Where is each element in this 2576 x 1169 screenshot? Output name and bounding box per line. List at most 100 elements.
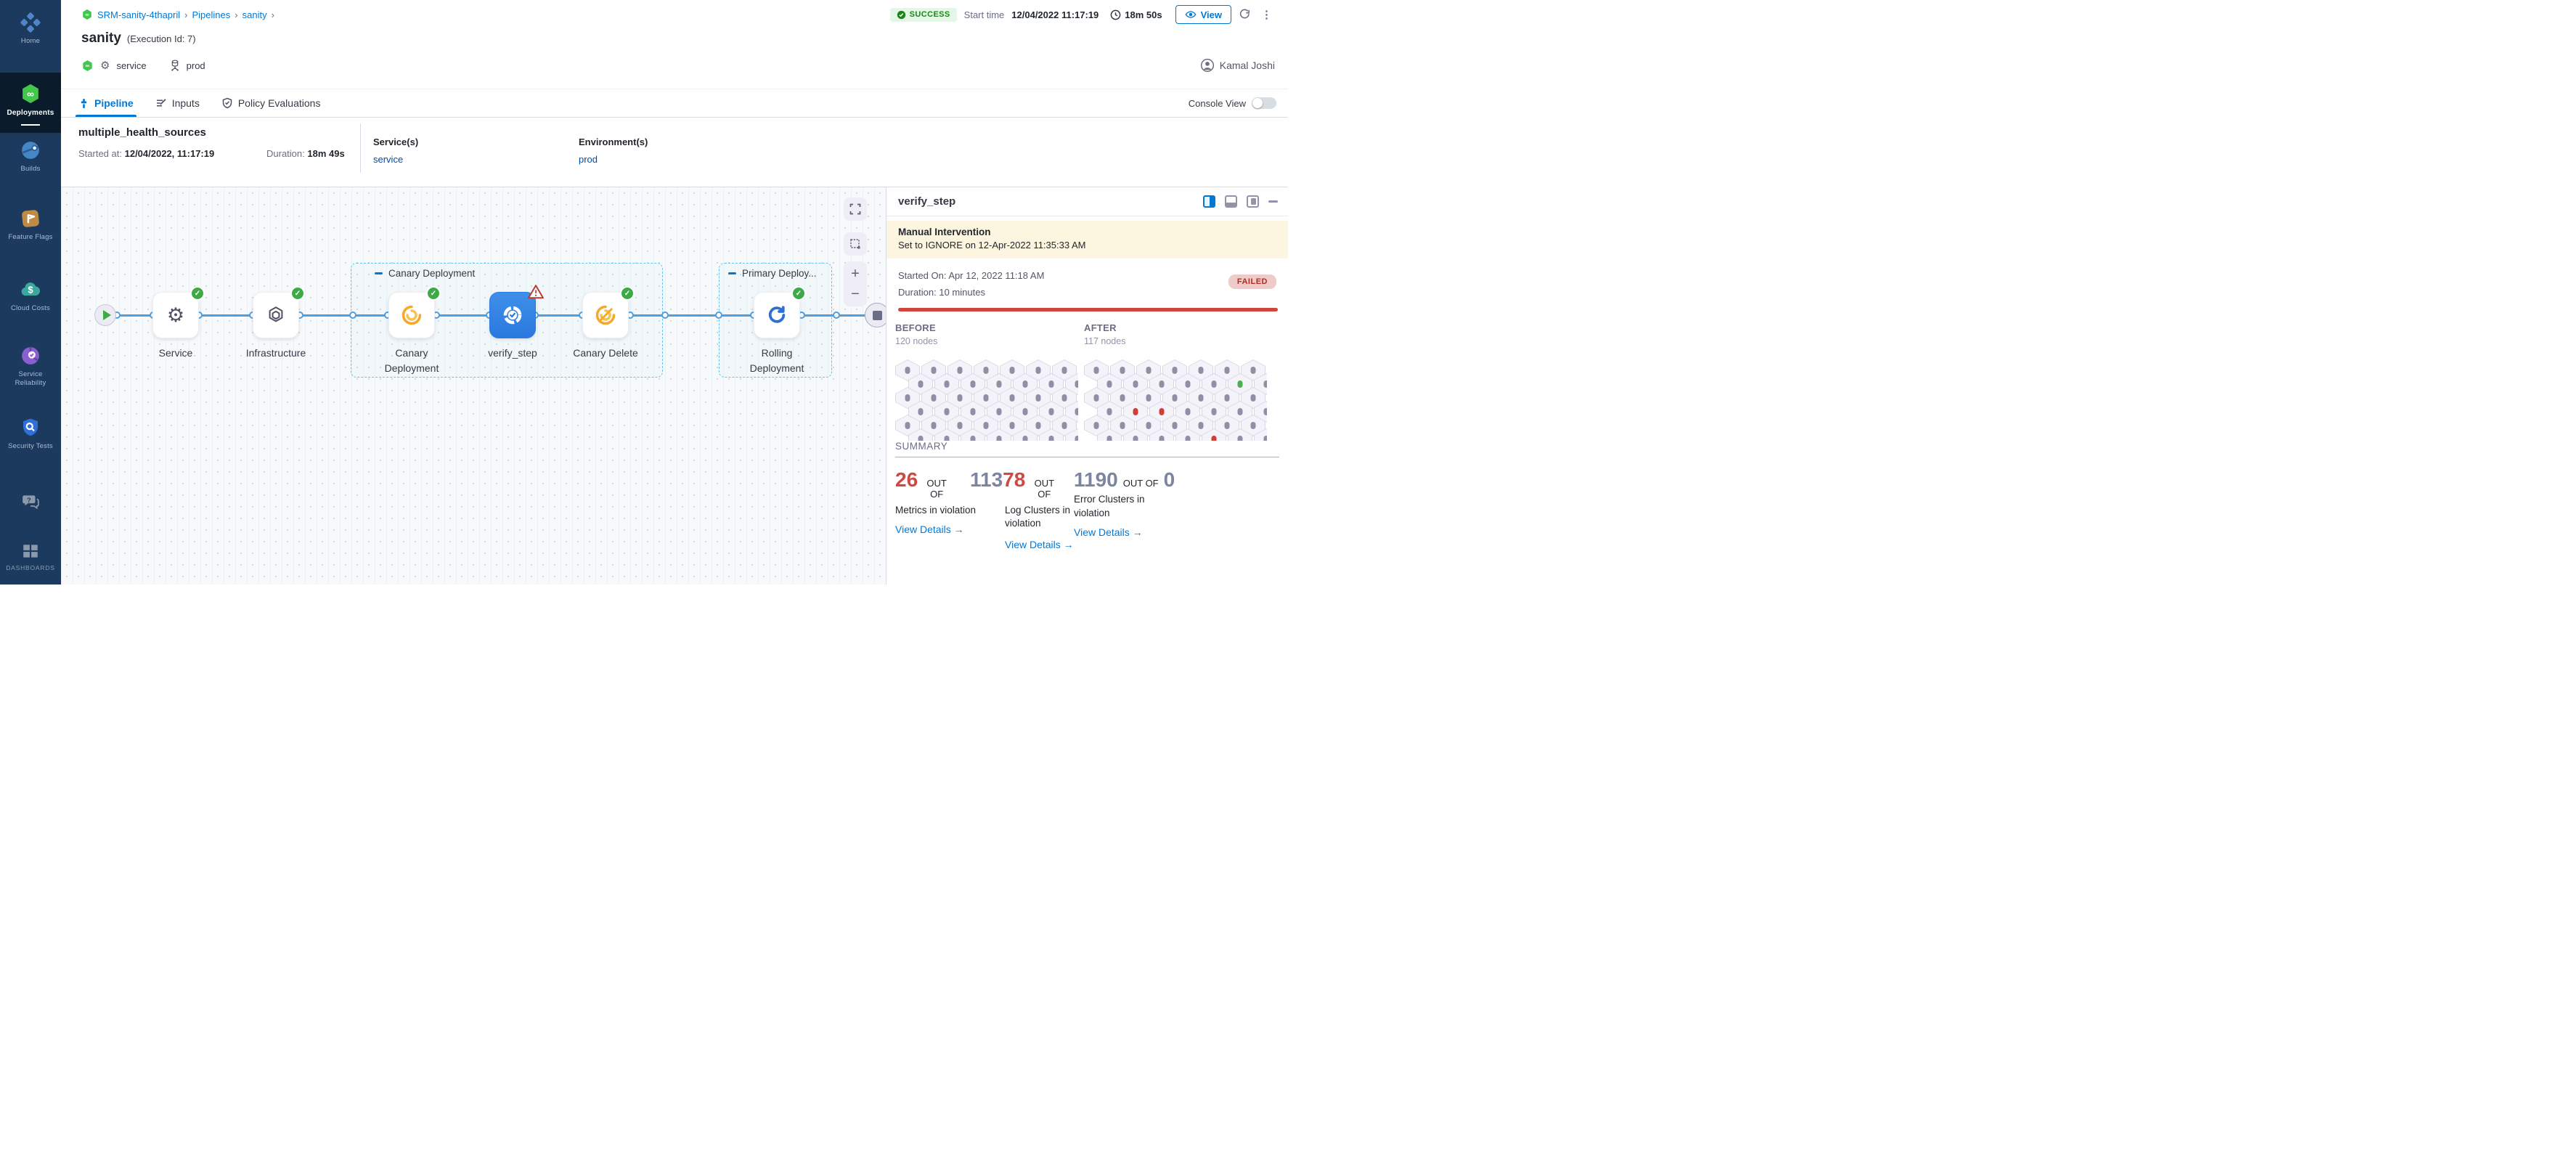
collapse-icon[interactable] xyxy=(728,272,736,274)
sidebar-item-label: Builds xyxy=(20,165,41,173)
view-details-link[interactable]: View Details → xyxy=(1074,526,1143,538)
breadcrumb-project-link[interactable]: SRM-sanity-4thapril xyxy=(97,9,181,20)
gear-icon: ⚙ xyxy=(100,60,110,72)
summary-total-value: 0 xyxy=(1163,468,1175,491)
clock-icon xyxy=(1110,9,1121,20)
stage-summary-bar: multiple_health_sources Started at: 12/0… xyxy=(61,118,1288,187)
pipeline-node-label-infrastructure: Infrastructure xyxy=(245,347,306,359)
active-underline xyxy=(21,124,40,126)
view-button[interactable]: View xyxy=(1175,5,1231,24)
canary-delete-icon xyxy=(595,304,616,326)
pipeline-node-service[interactable]: ⚙✓ xyxy=(152,288,203,338)
tab-policy-evaluations[interactable]: Policy Evaluations xyxy=(221,89,320,117)
sidebar-item-label: Home xyxy=(20,37,41,45)
zoom-in-button[interactable]: + xyxy=(851,266,860,282)
sidebar-item-help[interactable]: ? xyxy=(0,492,61,511)
play-icon xyxy=(102,310,111,320)
pipeline-node-verify-step[interactable] xyxy=(489,285,544,338)
pipeline-node-infrastructure[interactable]: ✓ xyxy=(253,288,303,338)
sidebar-item-dashboards[interactable]: DASHBOARDS xyxy=(0,542,61,572)
infrastructure-icon xyxy=(266,305,286,325)
view-details-link[interactable]: View Details → xyxy=(1005,539,1074,551)
environment-name: prod xyxy=(186,60,205,71)
summary-value: 113 xyxy=(970,468,1003,491)
failure-progress-bar xyxy=(898,308,1278,311)
stage-group-label-canary-deployment[interactable]: Canary Deployment xyxy=(375,268,475,279)
pipeline-start-node[interactable] xyxy=(94,304,116,326)
view-details-link[interactable]: View Details → xyxy=(895,524,964,536)
step-title: verify_step xyxy=(898,195,956,208)
feature-flags-icon xyxy=(20,208,41,229)
success-badge-icon: ✓ xyxy=(793,288,804,299)
inputs-tab-icon xyxy=(155,97,167,109)
security-tests-icon xyxy=(20,417,41,439)
breadcrumb-separator: › xyxy=(271,9,274,20)
stage-duration: Duration: 18m 49s xyxy=(266,148,345,159)
tab-pipeline[interactable]: Pipeline xyxy=(76,89,136,117)
before-column: BEFORE 120 nodes xyxy=(895,322,1078,441)
refresh-icon[interactable] xyxy=(1239,9,1251,21)
service-name: service xyxy=(116,60,147,71)
pipeline-node-canary-deployment[interactable]: ✓ xyxy=(388,288,439,338)
console-view-toggle[interactable] xyxy=(1252,97,1276,109)
minimize-icon[interactable] xyxy=(1268,200,1278,203)
success-badge-icon: ✓ xyxy=(192,288,203,299)
out-of-label: OUT OF xyxy=(1034,478,1055,500)
pipeline-node-label-canary-delete: Canary Delete xyxy=(573,347,638,359)
layout-right-icon[interactable] xyxy=(1203,195,1215,208)
failed-badge: FAILED xyxy=(1228,274,1276,289)
harness-service-icon: ∞ xyxy=(81,60,94,72)
breadcrumb-pipelines-link[interactable]: Pipelines xyxy=(192,9,231,20)
breadcrumb-separator: › xyxy=(235,9,238,20)
sidebar-item-security-tests[interactable]: Security Tests xyxy=(0,417,61,451)
sidebar-item-cloud-costs[interactable]: $Cloud Costs xyxy=(0,279,61,313)
manual-intervention-banner: Manual Intervention Set to IGNORE on 12-… xyxy=(886,221,1288,258)
policy-evaluations-tab-icon xyxy=(221,97,233,109)
pipeline-node-label-service: Service xyxy=(158,347,193,359)
pipeline-node-rolling-deployment[interactable]: ✓ xyxy=(754,288,804,338)
sidebar-item-home[interactable]: Home xyxy=(0,12,61,46)
service-link[interactable]: service xyxy=(373,154,404,165)
svg-text:$: $ xyxy=(28,284,33,295)
builds-icon xyxy=(20,139,41,161)
kebab-menu-icon[interactable]: ⋮ xyxy=(1261,9,1272,21)
connector-dot xyxy=(661,311,669,319)
pipeline-node-label-canary-deployment: Canary Deployment xyxy=(384,347,439,374)
svg-text:∞: ∞ xyxy=(85,12,89,18)
start-time-label: Start time xyxy=(963,9,1005,20)
marquee-select-button[interactable] xyxy=(844,232,867,256)
zoom-out-button[interactable]: − xyxy=(851,286,860,302)
start-time-value: 12/04/2022 11:17:19 xyxy=(1011,9,1099,20)
pipeline-node-canary-delete[interactable]: ✓ xyxy=(582,288,633,338)
breadcrumb-separator: › xyxy=(184,9,188,20)
pipeline-canvas[interactable]: + − Canary Deployment Primary Deploy... ⚙✓… xyxy=(61,187,886,584)
environments-label: Environment(s) xyxy=(579,137,648,147)
dashboards-icon xyxy=(21,542,40,561)
chat-help-icon: ? xyxy=(21,492,40,511)
summary-value: 1190 xyxy=(1074,468,1118,491)
step-started-on: Started On: Apr 12, 2022 11:18 AM xyxy=(898,270,1045,281)
layout-floating-icon[interactable] xyxy=(1247,195,1259,208)
connector-dot xyxy=(715,311,722,319)
sidebar-item-builds[interactable]: Builds xyxy=(0,139,61,174)
svg-text:?: ? xyxy=(27,497,31,504)
sidebar-item-deployments[interactable]: ∞Deployments xyxy=(0,73,61,133)
summary-card-label: Error Clusters in violation xyxy=(1074,494,1145,518)
stage-group-label-primary-deployment[interactable]: Primary Deploy... xyxy=(728,268,817,279)
fit-to-screen-button[interactable] xyxy=(844,197,867,221)
services-label: Service(s) xyxy=(373,137,419,147)
tab-bar: Pipeline Inputs Policy Evaluations Conso… xyxy=(61,89,1288,118)
pipeline-end-node[interactable] xyxy=(865,303,886,327)
tab-inputs[interactable]: Inputs xyxy=(155,89,200,117)
sidebar-item-service-reliability[interactable]: Service Reliability xyxy=(0,345,61,388)
collapse-icon[interactable] xyxy=(375,272,383,274)
environment-link[interactable]: prod xyxy=(579,154,598,165)
warning-badge-icon xyxy=(527,283,545,304)
sidebar-item-label: Deployments xyxy=(7,109,54,117)
eye-icon xyxy=(1185,9,1197,20)
breadcrumb-pipeline-link[interactable]: sanity xyxy=(242,9,267,20)
sidebar-item-feature-flags[interactable]: Feature Flags xyxy=(0,208,61,242)
layout-bottom-icon[interactable] xyxy=(1225,195,1237,208)
